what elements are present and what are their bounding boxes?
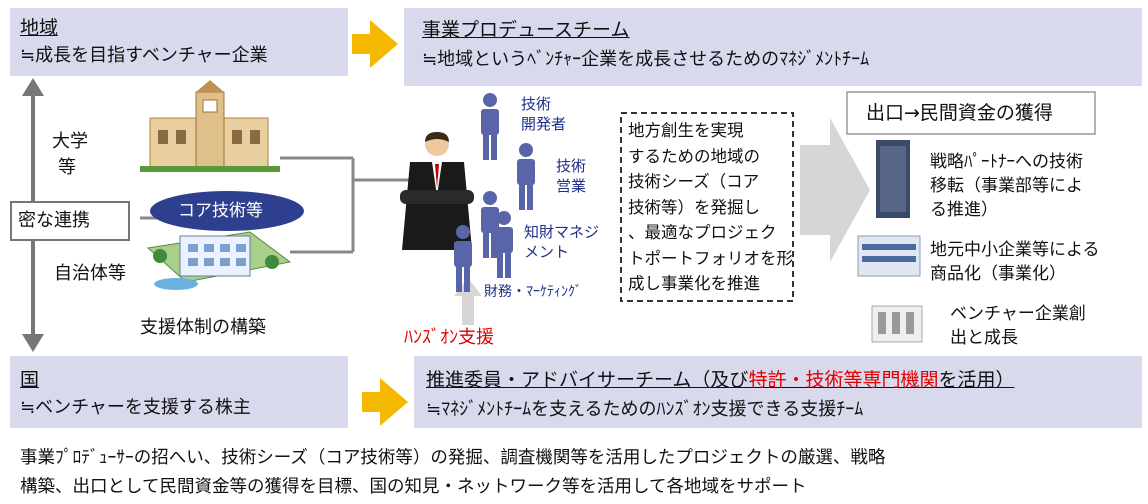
exit-title-box (846, 91, 1096, 135)
link-label-box (10, 201, 130, 241)
exit-item-venture: ベンチャー企業創出と成長 (950, 304, 1086, 348)
university-building-icon (140, 80, 280, 172)
exit-item-local-sme: 地元中小企業等による商品化（事業化） (930, 240, 1100, 284)
executive-icon (400, 132, 474, 250)
advisor-team-box: 推進委員・アドバイサーチーム（及び特許・技術等専門機関を活用） ≒ﾏﾈｼﾞﾒﾝﾄ… (414, 356, 1142, 428)
core-tech-oval (150, 191, 304, 231)
exit-item-strategic-partner: 戦略ﾊﾟｰﾄﾅｰへの技術移転（事業部等による推進） (930, 152, 1083, 220)
office-building-icon (857, 235, 921, 277)
team-member-icon (454, 93, 535, 292)
link-label: 密な連携 (18, 210, 90, 231)
arrow-down-icon (22, 334, 44, 352)
region-subtitle: ≒成長を目指すベンチャー企業 (20, 45, 268, 66)
center-description: 地方創生を実現するための地域の技術シーズ（コア 技術等）を発掘し、最適なプロジェ… (628, 121, 793, 293)
support-system-label: 支援体制の構築 (140, 317, 266, 338)
produce-team-box: 事業プロデュースチーム ≒地域というﾍﾞﾝﾁｬｰ企業を成長させるためのﾏﾈｼﾞﾒ… (404, 8, 1142, 86)
arrow-up-icon (22, 78, 44, 96)
footer-text: 事業ﾌﾟﾛﾃﾞｭｰｻｰの招へい、技術シーズ（コア技術等）の発掘、調査機関等を活用… (20, 448, 886, 497)
skyscraper-icon (876, 140, 910, 218)
advisor-team-subtitle: ≒ﾏﾈｼﾞﾒﾝﾄﾁｰﾑを支えるためのﾊﾝｽﾞｵﾝ支援できる支援ﾁｰﾑ (426, 399, 864, 420)
nation-title: 国 (20, 369, 40, 391)
advisor-team-title: 推進委員・アドバイサーチーム（及び特許・技術等専門機関を活用） (426, 369, 1015, 391)
produce-team-subtitle: ≒地域というﾍﾞﾝﾁｬｰ企業を成長させるためのﾏﾈｼﾞﾒﾝﾄﾁｰﾑ (422, 49, 870, 70)
nation-box: 国 ≒ベンチャーを支援する株主 (10, 356, 348, 428)
university-label: 大学 (52, 131, 88, 152)
dashed-box (620, 112, 794, 302)
government-label: 自治体等 (54, 263, 126, 284)
exit-title: 出口→民間資金の獲得 (866, 102, 1053, 124)
government-building-icon (146, 231, 292, 290)
produce-team-title: 事業プロデュースチーム (422, 19, 630, 41)
nation-subtitle: ≒ベンチャーを支援する株主 (20, 397, 251, 418)
finance-marketing-label: 財務・ﾏｰｹﾃｨﾝｸﾞ (484, 284, 582, 300)
university-label-suffix: 等 (58, 157, 76, 178)
small-building-icon (871, 305, 923, 343)
hands-on-support-label: ﾊﾝｽﾞｵﾝ支援 (404, 327, 494, 348)
tech-dev-label: 技術開発者 (521, 95, 567, 133)
region-title: 地域 (20, 17, 59, 39)
ip-management-label: 知財マネジメント (524, 223, 600, 261)
tech-sales-label: 技術営業 (556, 157, 587, 195)
exit-arrow-icon (800, 118, 870, 262)
orange-arrow-bottom-icon (362, 378, 408, 426)
region-box: 地域 ≒成長を目指すベンチャー企業 (10, 8, 348, 76)
core-tech-label: コア技術等 (178, 201, 263, 221)
orange-arrow-top-icon (352, 20, 398, 68)
